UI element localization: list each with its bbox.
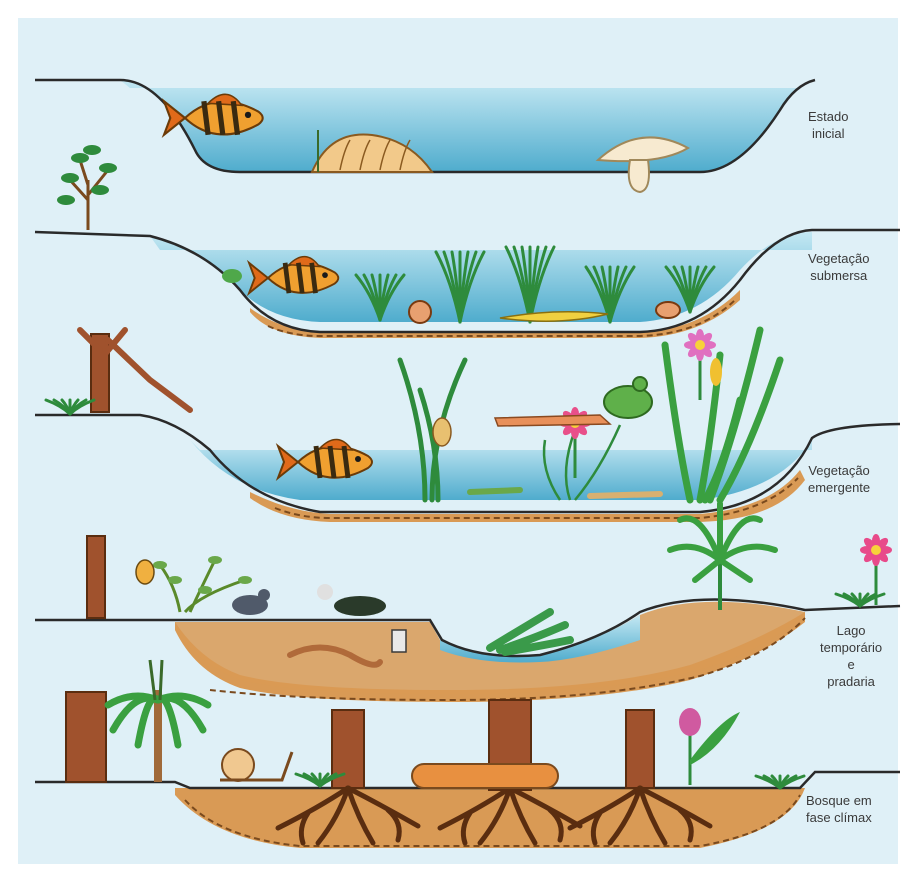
shell-icon xyxy=(656,302,680,318)
tree-stump xyxy=(66,692,106,782)
broken-trunk xyxy=(87,536,105,618)
soil-layer xyxy=(175,788,805,848)
butterfly-icon xyxy=(136,560,154,584)
snail-icon xyxy=(409,301,431,323)
stage-label-climax-forest: Bosque em fase clímax xyxy=(806,792,872,826)
caterpillar-icon xyxy=(470,490,520,492)
log-icon xyxy=(412,764,558,788)
larva-icon xyxy=(590,494,660,496)
stage-label-temporary-lake: Lago temporário e pradaria xyxy=(820,622,882,690)
cattail-head xyxy=(710,358,722,386)
tree-trunk xyxy=(626,710,654,788)
frog-icon xyxy=(222,269,242,283)
stage-label-submerged: Vegetação submersa xyxy=(808,250,869,284)
burrow-icon xyxy=(392,630,406,652)
stage-label-emergent: Vegetação emergente xyxy=(808,462,870,496)
stage-label-initial: Estado inicial xyxy=(808,108,848,142)
